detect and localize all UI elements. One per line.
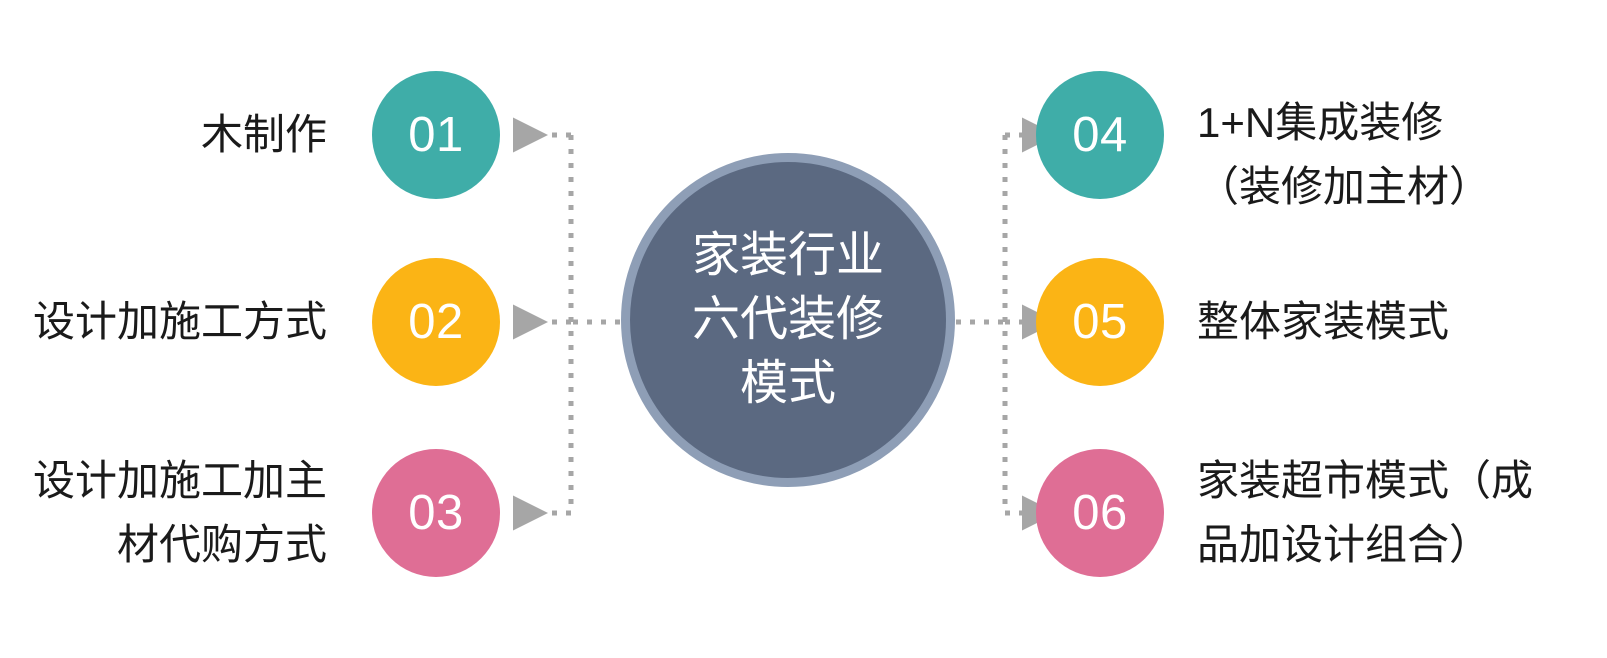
node-circle-06[interactable]: 06	[1036, 449, 1164, 577]
node-number-05: 05	[1072, 294, 1128, 349]
connector-left	[513, 117, 620, 531]
node-circle-05[interactable]: 05	[1036, 258, 1164, 386]
node-number-01: 01	[408, 107, 464, 162]
node-number-06: 06	[1072, 485, 1128, 540]
node-label-06: 家装超市模式（成 品加设计组合）	[1197, 457, 1534, 568]
center-hub-circle[interactable]: 家装行业 六代装修 模式	[621, 153, 955, 487]
node-circle-01[interactable]: 01	[372, 71, 500, 199]
node-label-04: 1+N集成装修 （装修加主材）	[1197, 99, 1492, 210]
node-number-03: 03	[408, 485, 464, 540]
node-number-02: 02	[408, 294, 464, 349]
node-circle-04[interactable]: 04	[1036, 71, 1164, 199]
center-hub-text: 家装行业 六代装修 模式	[691, 229, 884, 410]
connector-right	[956, 117, 1057, 531]
node-number-04: 04	[1072, 107, 1128, 162]
node-circle-02[interactable]: 02	[372, 258, 500, 386]
node-label-03: 设计加施工加主 材代购方式	[32, 457, 327, 568]
node-label-05: 整体家装模式	[1197, 298, 1450, 345]
node-label-02: 设计加施工方式	[32, 298, 327, 345]
node-circle-03[interactable]: 03	[372, 449, 500, 577]
node-label-01: 木制作	[200, 111, 327, 158]
